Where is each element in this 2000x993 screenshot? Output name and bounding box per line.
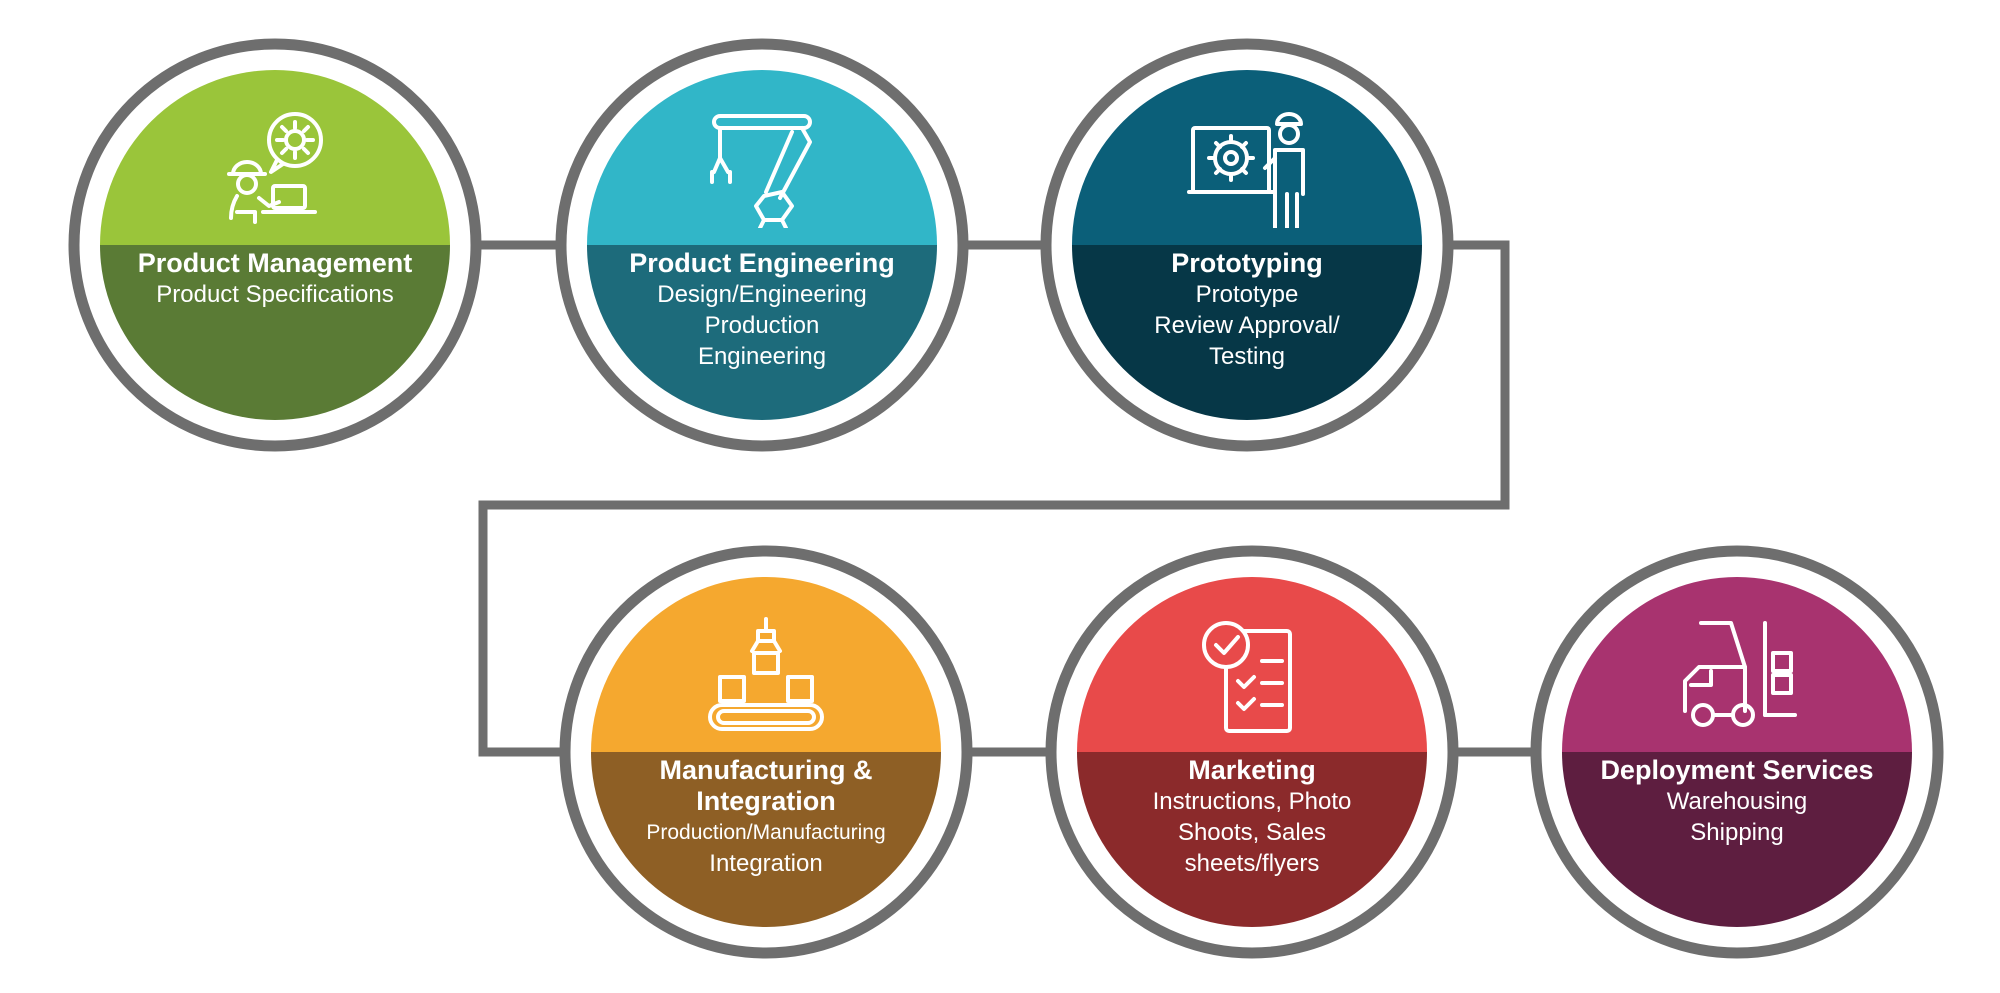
- step-title: Marketing: [1188, 755, 1316, 785]
- step-text: Manufacturing & Integration Production/M…: [591, 755, 941, 879]
- description-line: Shoots, Sales: [1177, 819, 1327, 846]
- robotic-arm-icon: [702, 108, 822, 230]
- description-line: Review Approval/: [1154, 312, 1340, 339]
- description-line: Testing: [1208, 343, 1286, 370]
- step-marketing: Marketing Instructions, Photo Shoots, Sa…: [1077, 577, 1427, 927]
- step-bottom-half: [1562, 752, 1912, 927]
- step-description: Product Specifications: [100, 279, 450, 310]
- step-bottom-half: [587, 245, 937, 420]
- step-description: Production/Manufacturing Integration: [591, 817, 941, 879]
- description-line: Shipping: [1690, 819, 1784, 846]
- engineer-presentation-gear-icon: [1187, 108, 1307, 230]
- forklift-icon: [1677, 615, 1797, 735]
- step-product-engineering: Product Engineering Design/Engineering P…: [587, 70, 937, 420]
- description-line: Prototype: [1195, 281, 1299, 308]
- step-top-half: [1077, 577, 1427, 752]
- step-bottom-half: [100, 245, 450, 420]
- step-text: Deployment Services Warehousing Shipping: [1562, 755, 1912, 848]
- step-text: Product Management Product Specification…: [100, 248, 450, 310]
- step-title: Product Management: [137, 248, 413, 278]
- description-line: Design/Engineering: [657, 281, 867, 308]
- step-manufacturing-integration: Manufacturing & Integration Production/M…: [591, 577, 941, 927]
- description-line: Production: [704, 312, 820, 339]
- step-product-management: Product Management Product Specification…: [100, 70, 450, 420]
- step-text: Product Engineering Design/Engineering P…: [587, 248, 937, 372]
- description-line: Engineering: [697, 343, 827, 370]
- step-title: Manufacturing & Integration: [659, 755, 873, 816]
- step-bottom-half: [1077, 752, 1427, 927]
- step-text: Prototyping Prototype Review Approval/ T…: [1072, 248, 1422, 372]
- step-bottom-half: [1072, 245, 1422, 420]
- step-bottom-half: [591, 752, 941, 927]
- description-line: sheets/flyers: [1184, 850, 1320, 877]
- step-prototyping: Prototyping Prototype Review Approval/ T…: [1072, 70, 1422, 420]
- step-description: Design/Engineering Production Engineerin…: [587, 279, 937, 372]
- step-description: Warehousing Shipping: [1562, 786, 1912, 848]
- step-description: Prototype Review Approval/ Testing: [1072, 279, 1422, 372]
- step-text: Marketing Instructions, Photo Shoots, Sa…: [1077, 755, 1427, 879]
- description-line: Production/Manufacturing: [646, 821, 886, 844]
- description-line: Instructions, Photo: [1152, 788, 1352, 815]
- engineer-laptop-gear-icon: [215, 108, 335, 228]
- description-line: Integration: [709, 850, 823, 877]
- description-line: Product Specifications: [156, 281, 394, 308]
- conveyor-crane-icon: [706, 615, 826, 735]
- step-title: Deployment Services: [1600, 755, 1874, 785]
- description-line: Warehousing: [1666, 788, 1808, 815]
- connector-3-4: [478, 240, 1510, 757]
- checklist-icon: [1192, 615, 1312, 735]
- step-description: Instructions, Photo Shoots, Sales sheets…: [1077, 786, 1427, 879]
- step-title: Product Engineering: [629, 248, 895, 278]
- step-deployment-services: Deployment Services Warehousing Shipping: [1562, 577, 1912, 927]
- step-title: Prototyping: [1171, 248, 1323, 278]
